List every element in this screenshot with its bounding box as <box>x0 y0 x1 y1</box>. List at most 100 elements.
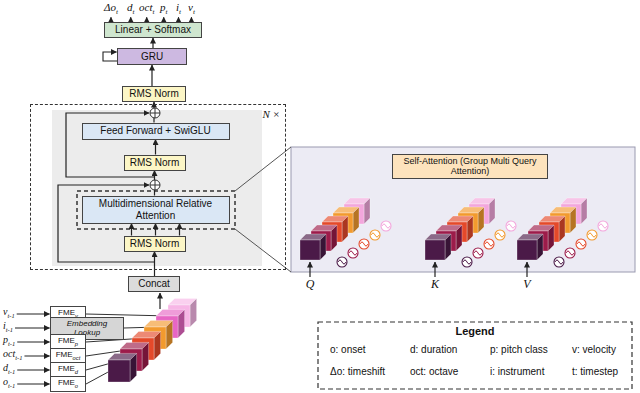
position-wave <box>554 257 564 267</box>
box-text: Multidimensional Relative Attention <box>87 198 225 221</box>
wave-circle <box>495 230 505 240</box>
attention-box: Multidimensional Relative Attention <box>82 196 230 224</box>
flow-arrow <box>154 252 155 277</box>
block-panel <box>52 110 262 266</box>
cube-side <box>142 342 149 371</box>
cube-side <box>178 309 185 338</box>
wave-circle <box>565 248 575 258</box>
wave-curve <box>474 251 482 255</box>
box-label: Linear + Softmax <box>115 24 191 35</box>
cube-side <box>559 216 565 242</box>
wave-curve <box>496 233 504 237</box>
flow-arrow <box>155 224 156 236</box>
embedding-wire <box>86 371 110 384</box>
zoom-frame <box>77 191 235 229</box>
qkv-cube <box>300 234 326 260</box>
box-text: FMEo <box>58 378 78 389</box>
position-wave <box>381 221 391 231</box>
legend-entry: oct: octave <box>410 366 458 378</box>
matrix-label: V <box>523 277 530 291</box>
box-label: FME <box>58 378 75 387</box>
output-symbol: dt <box>127 1 134 17</box>
matrix-label: Q <box>306 277 315 291</box>
wave-circle <box>598 221 608 231</box>
symbol: d <box>3 362 8 373</box>
symbol: oct <box>3 348 15 359</box>
box-label: RMS Norm <box>129 88 178 99</box>
position-wave <box>495 230 505 240</box>
token-cubes <box>108 198 608 382</box>
box-label: FME <box>56 350 73 359</box>
cube-side <box>130 353 137 382</box>
symbol: Δo <box>104 1 116 13</box>
output-symbol: octt <box>139 1 154 17</box>
symbol-subscript: t <box>152 8 154 16</box>
flow-arrow <box>151 65 152 86</box>
symbol: v <box>188 1 193 13</box>
box-label: RMS Norm <box>130 157 179 168</box>
position-wave <box>484 239 494 249</box>
symbol: i <box>176 1 179 13</box>
wave-curve <box>577 242 585 246</box>
wave-circle <box>370 230 380 240</box>
output-head-box: Linear + Softmax <box>104 22 202 38</box>
wave-circle <box>473 248 483 258</box>
position-wave <box>359 239 369 249</box>
wave-curve <box>566 251 574 255</box>
wave-circle <box>484 239 494 249</box>
feed-forward-box: Feed Forward + SwiGLU <box>82 123 230 140</box>
output-symbol: it <box>176 1 181 17</box>
input-symbol: it-1 <box>3 320 13 334</box>
cube-side <box>581 198 587 224</box>
symbol: p <box>3 334 8 345</box>
input-arrow <box>17 314 50 315</box>
box-label: Self-Attention (Group Multi Query Attent… <box>403 156 536 176</box>
norm-box: RMS Norm <box>124 236 186 252</box>
input-arrow <box>24 356 49 357</box>
wave-curve <box>360 242 368 246</box>
zoom-line <box>235 147 291 191</box>
wave-curve <box>507 224 515 228</box>
symbol-subscript: t-1 <box>8 368 15 375</box>
cube-side <box>548 225 554 251</box>
norm-box: RMS Norm <box>124 155 186 171</box>
symbol-subscript: t <box>179 8 181 16</box>
wave-curve <box>349 251 357 255</box>
box-subscript: o <box>75 383 78 389</box>
box-label: Feed Forward + SwiGLU <box>100 125 210 136</box>
box-text: Feed Forward + SwiGLU <box>100 125 210 137</box>
symbol-subscript: t <box>166 8 168 16</box>
box-text: FMEoct <box>56 350 81 361</box>
position-wave <box>348 248 358 258</box>
wave-circle <box>462 257 472 267</box>
input-cube <box>108 353 137 382</box>
box-label: Multidimensional Relative Attention <box>99 198 212 221</box>
symbol-subscript: t <box>133 8 135 16</box>
symbol-subscript: t <box>193 8 195 16</box>
wave-curve <box>463 260 471 264</box>
input-arrow <box>434 262 435 277</box>
legend-entry: d: duration <box>410 344 457 356</box>
box-text: FMEp <box>58 336 78 347</box>
wave-curve <box>371 233 379 237</box>
symbol-subscript: t-1 <box>15 354 22 361</box>
cube-front <box>517 240 537 260</box>
position-wave <box>462 257 472 267</box>
box-text: RMS Norm <box>130 157 179 169</box>
box-subscript: oct <box>73 355 81 361</box>
legend-entry: t: timestep <box>572 366 618 378</box>
box-label: Concat <box>138 278 170 289</box>
symbol-subscript: t <box>116 8 118 16</box>
position-wave <box>506 221 516 231</box>
position-wave <box>576 239 586 249</box>
wave-circle <box>337 257 347 267</box>
box-text: Linear + Softmax <box>115 24 191 36</box>
cube-side <box>331 225 337 251</box>
box-label: FME <box>58 364 75 373</box>
zoom-line <box>235 229 291 272</box>
legend-entry: Δo: timeshift <box>330 366 385 378</box>
position-wave <box>598 221 608 231</box>
wave-circle <box>381 221 391 231</box>
recurrent-loop <box>103 52 117 61</box>
flow-arrow <box>155 140 156 155</box>
